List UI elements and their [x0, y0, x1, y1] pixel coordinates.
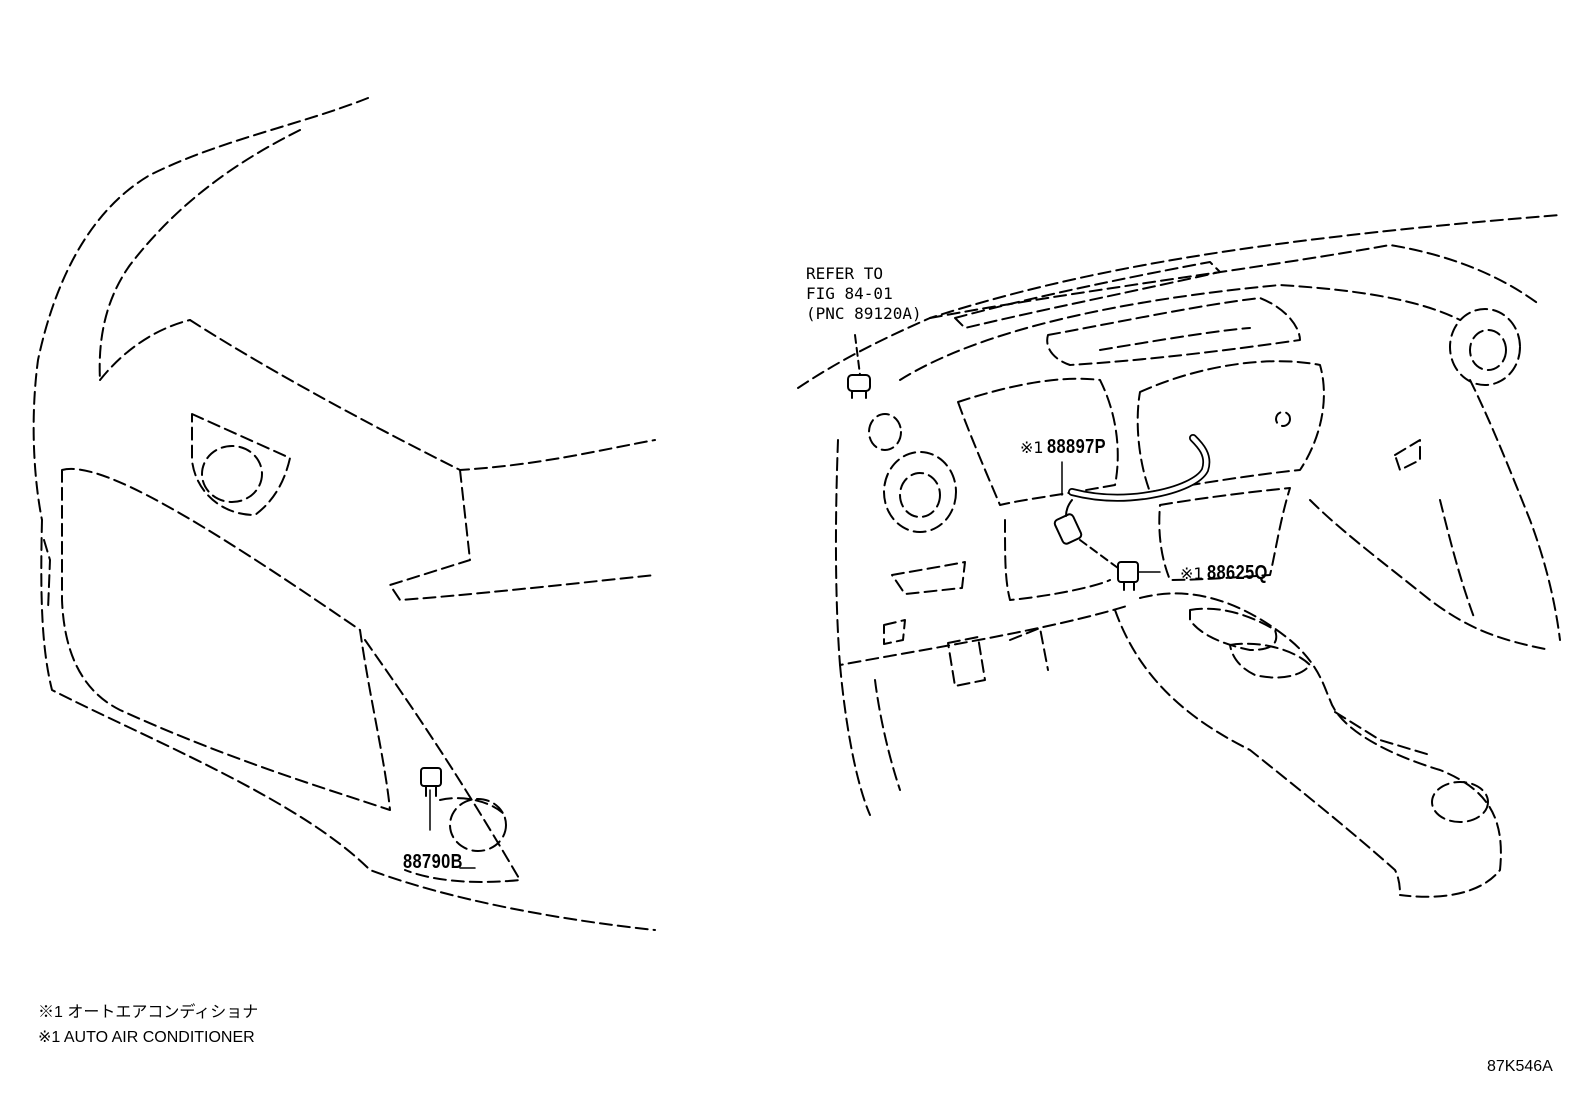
- reference-note-line2: FIG 84-01: [806, 284, 893, 303]
- figure-id: 87K546A: [1487, 1058, 1553, 1075]
- connector-icon: [1079, 539, 1161, 591]
- connector-callout: 88625Q: [1207, 562, 1268, 584]
- interior-sensor-callout: 88897P: [1047, 436, 1107, 458]
- interior-sensor-mark: ※1: [1020, 438, 1044, 457]
- front-bumper-outline: [32, 97, 656, 931]
- dashboard-outline: [797, 214, 1561, 898]
- legend-english: ※1 AUTO AIR CONDITIONER: [38, 1029, 255, 1046]
- ambient-sensor-icon: [420, 767, 442, 831]
- interior-sensor-harness-icon: [1053, 434, 1211, 545]
- connector-mark: ※1: [1180, 564, 1204, 583]
- reference-note-line1: REFER TO: [806, 264, 884, 283]
- reference-note-line3: (PNC 89120A): [806, 304, 922, 323]
- clip-icon: [847, 334, 871, 399]
- front-sensor-callout: 88790B: [403, 851, 463, 873]
- legend-japanese: ※1 オートエアコンディショナ: [38, 1004, 259, 1021]
